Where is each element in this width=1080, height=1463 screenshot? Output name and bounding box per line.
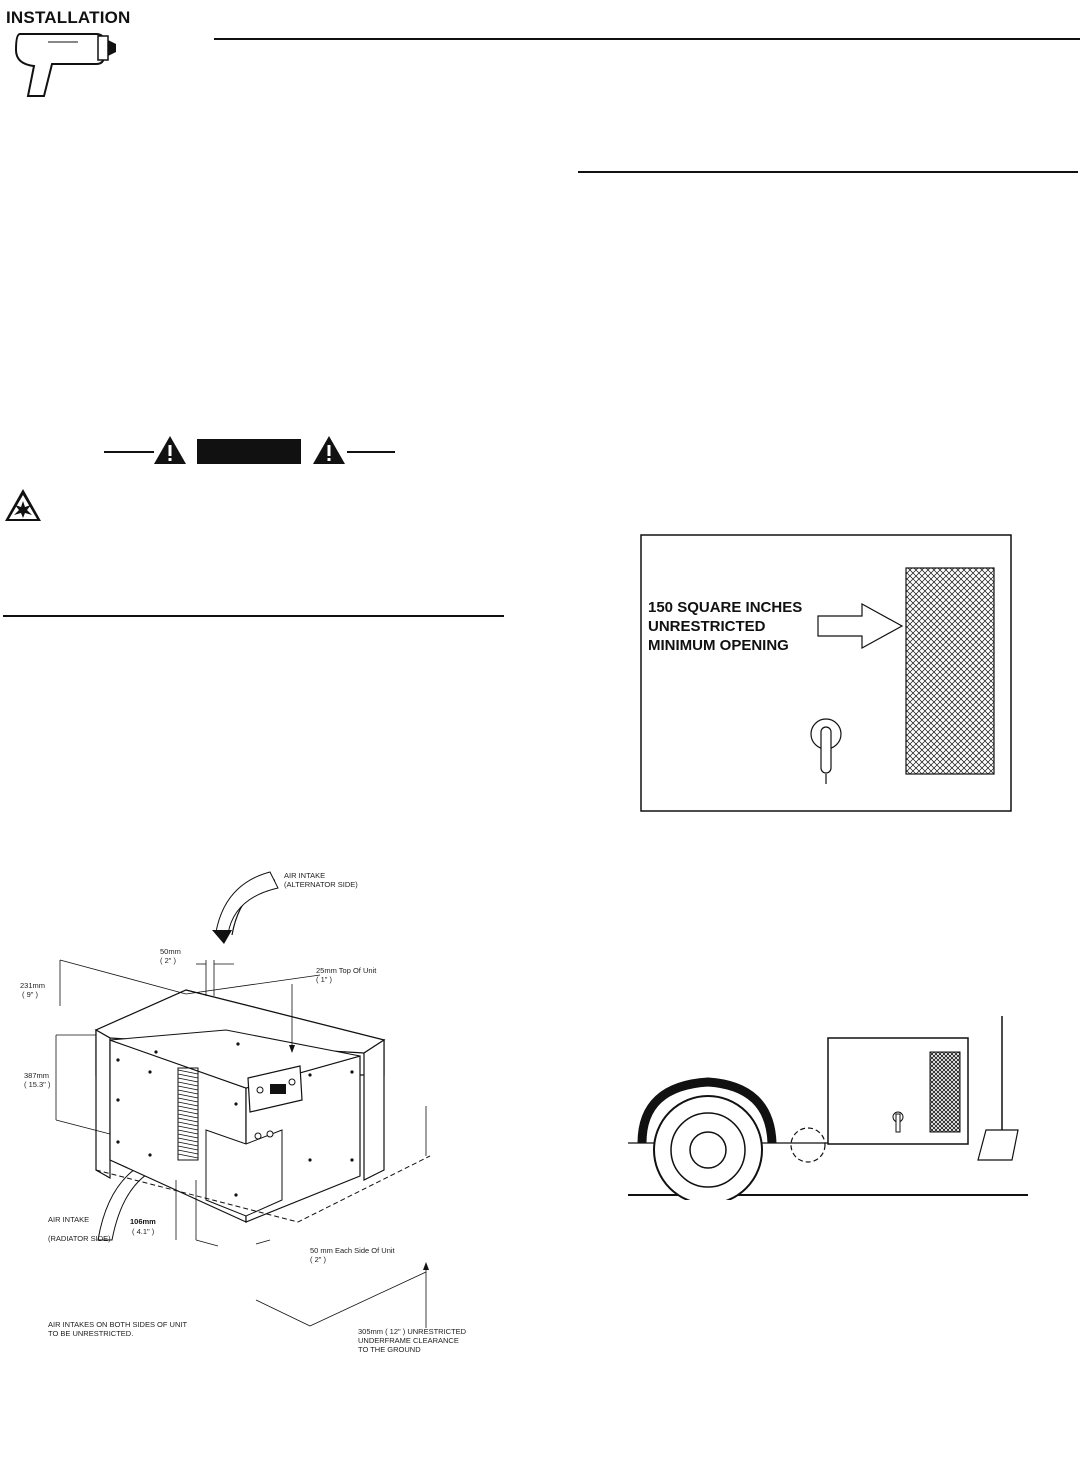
label-50mm-2: ( 2" )	[160, 956, 176, 965]
label-387mm-1: 387mm	[24, 1071, 49, 1080]
arrow-icon	[817, 602, 904, 650]
section-title: INSTALLATION	[6, 8, 131, 27]
label-106mm-2: ( 4.1" )	[132, 1227, 155, 1236]
warning-triangle-icon	[154, 436, 186, 464]
clearance-figure: AIR INTAKE (ALTERNATOR SIDE) 50mm ( 2" )…	[20, 871, 467, 1354]
note-clearance-3: TO THE GROUND	[358, 1345, 421, 1354]
note-clearance-2: UNDERFRAME CLEARANCE	[358, 1336, 459, 1345]
vehicle-figure	[628, 1016, 1028, 1200]
label-387mm-2: ( 15.3" )	[24, 1080, 51, 1089]
label-air-intake-rad-2: (RADIATOR SIDE)	[48, 1234, 111, 1243]
note-intakes-2: TO BE UNRESTRICTED.	[48, 1329, 133, 1338]
label-50mm-side-1: 50 mm Each Side Of Unit	[310, 1246, 396, 1255]
header-rule	[214, 38, 1080, 40]
explosion-hazard-icon	[5, 489, 41, 521]
opening-label: 150 SQUARE INCHES UNRESTRICTED MINIMUM O…	[648, 599, 803, 654]
label-106mm-1: 106mm	[130, 1217, 156, 1226]
mud-flap	[977, 1129, 1019, 1161]
warning-rule-right	[347, 451, 395, 453]
warning-rule-left	[104, 451, 154, 453]
section-rule-right	[578, 171, 1078, 173]
section-rule-left	[3, 615, 504, 617]
label-25mm-2: ( 1" )	[316, 975, 332, 984]
drill-icon	[14, 33, 116, 97]
note-clearance-1: 305mm ( 12" ) UNRESTRICTED	[358, 1327, 467, 1336]
label-25mm-1: 25mm Top Of Unit	[316, 966, 377, 975]
vent-mesh	[905, 567, 995, 775]
fender	[637, 1077, 777, 1144]
opening-figure	[640, 534, 1012, 812]
label-50mm-1: 50mm	[160, 947, 181, 956]
label-231mm-1: 231mm	[20, 981, 45, 990]
label-50mm-side-2: ( 2" )	[310, 1255, 326, 1264]
note-intakes-1: AIR INTAKES ON BOTH SIDES OF UNIT	[48, 1320, 187, 1329]
label-air-intake-rad-1: AIR INTAKE	[48, 1215, 89, 1224]
label-air-intake-alt-2: (ALTERNATOR SIDE)	[284, 880, 358, 889]
warning-label-box	[197, 439, 301, 464]
label-air-intake-alt-1: AIR INTAKE	[284, 871, 325, 880]
label-231mm-2: ( 9" )	[22, 990, 38, 999]
warning-triangle-icon	[313, 436, 345, 464]
